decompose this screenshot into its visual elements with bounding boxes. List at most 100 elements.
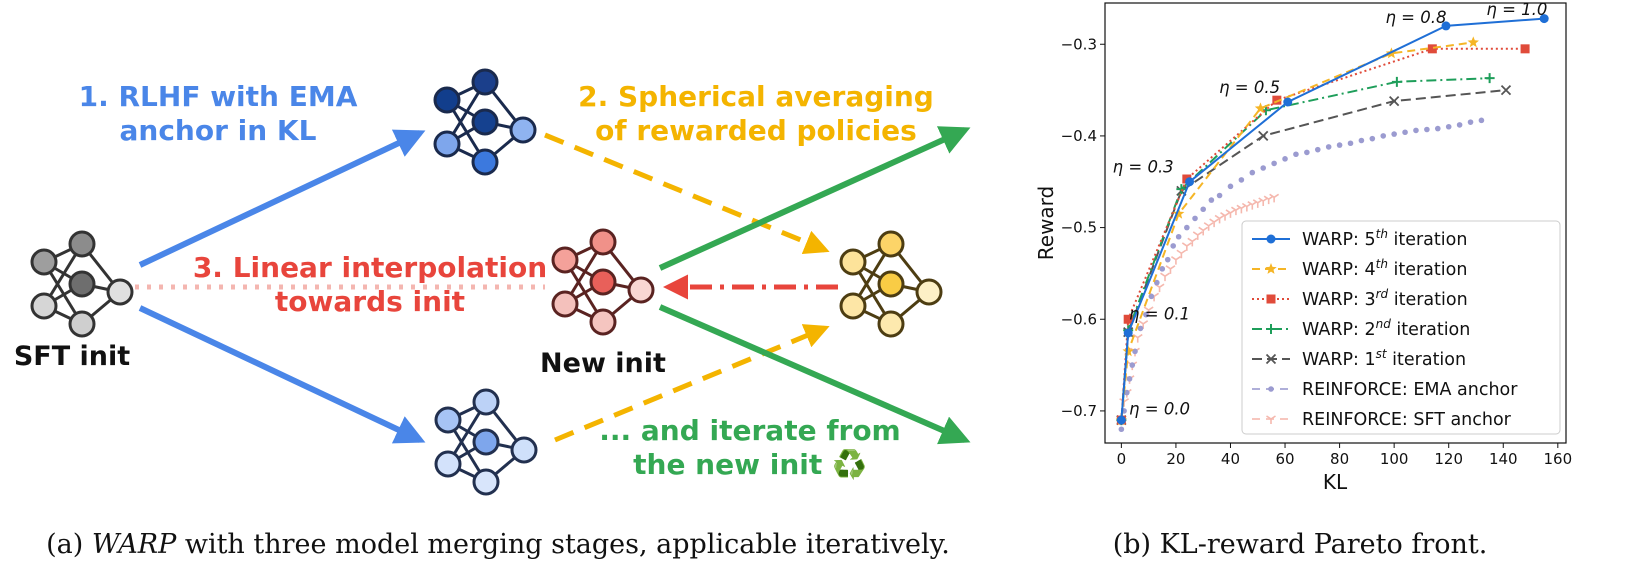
network-node	[68, 310, 96, 338]
network-node	[433, 86, 461, 114]
data-point	[1293, 151, 1299, 158]
data-point	[1520, 44, 1530, 54]
data-point	[1260, 165, 1267, 171]
data-point	[1539, 14, 1549, 24]
data-point	[1424, 126, 1430, 133]
data-point	[1413, 127, 1419, 134]
data-point	[1265, 353, 1277, 365]
data-point	[1123, 314, 1133, 324]
data-point	[1266, 324, 1276, 334]
new-init-label: New init	[540, 348, 666, 379]
rlhf-bottom-network-icon	[434, 388, 538, 496]
rlhf-arrow-bottom	[138, 305, 426, 444]
data-point	[1154, 283, 1165, 293]
rlhf-top-network-icon	[433, 68, 537, 176]
data-point	[1216, 192, 1223, 199]
network-node	[589, 308, 617, 336]
data-point	[1314, 146, 1321, 153]
step4-label-line2: the new init ♻️	[633, 448, 867, 481]
data-point	[1200, 206, 1207, 213]
data-point	[1358, 137, 1365, 144]
data-point	[1258, 130, 1269, 142]
data-point	[1176, 249, 1187, 259]
y-tick-label: −0.5	[1061, 219, 1097, 237]
data-point	[1391, 76, 1402, 87]
data-point	[1192, 215, 1198, 222]
data-point	[1271, 160, 1277, 167]
data-point	[1172, 207, 1185, 219]
caption-right: (b) KL-reward Pareto front.	[1113, 529, 1488, 560]
network-node	[471, 108, 499, 136]
data-point	[1124, 389, 1130, 396]
network-node	[510, 436, 538, 464]
data-point	[1129, 362, 1136, 368]
caption-left: (a) WARP with three model merging stages…	[46, 529, 950, 560]
network-node	[589, 228, 617, 256]
data-point	[1154, 279, 1160, 286]
data-point	[1500, 84, 1512, 96]
x-tick-label: 100	[1380, 450, 1409, 468]
legend-label: REINFORCE: EMA anchor	[1302, 380, 1518, 400]
y-tick-label: −0.6	[1061, 310, 1097, 328]
x-tick-label: 160	[1543, 450, 1572, 468]
data-point	[1266, 415, 1276, 424]
data-point	[1402, 129, 1408, 136]
eta-annotation: η = 0.8	[1385, 8, 1446, 27]
data-point	[1185, 177, 1195, 187]
legend-label: WARP: 4th iteration	[1302, 257, 1467, 280]
y-tick-label: −0.4	[1061, 127, 1097, 145]
network-node	[627, 276, 655, 304]
network-node	[472, 468, 500, 496]
legend-label: REINFORCE: SFT anchor	[1302, 410, 1512, 430]
caption-left-rest: with three model merging stages, applica…	[176, 529, 950, 560]
network-node	[433, 130, 461, 158]
eta-annotation: η = 0.0	[1129, 400, 1190, 419]
data-point	[1266, 234, 1276, 244]
data-point	[1325, 144, 1332, 150]
data-point	[1203, 222, 1214, 231]
data-point	[1160, 272, 1170, 282]
data-point	[1265, 263, 1277, 274]
x-tick-label: 20	[1166, 450, 1185, 468]
data-point	[1159, 266, 1166, 272]
network-node	[877, 230, 905, 258]
data-point	[1148, 293, 1155, 300]
data-point	[1445, 123, 1452, 130]
data-point	[1467, 119, 1474, 125]
network-node	[68, 270, 96, 298]
y-tick-label: −0.3	[1061, 35, 1097, 53]
series-line	[1120, 41, 1474, 421]
network-node	[915, 278, 943, 306]
network-node	[471, 68, 499, 96]
data-point	[1434, 125, 1441, 132]
x-axis-title: KL	[1323, 470, 1348, 494]
data-point	[1484, 73, 1495, 84]
network-node	[509, 116, 537, 144]
data-point	[1208, 197, 1215, 203]
data-point	[1391, 131, 1397, 137]
series-5	[1118, 117, 1485, 433]
data-point	[1266, 294, 1276, 304]
x-tick-label: 0	[1117, 450, 1127, 468]
network-node	[68, 230, 96, 258]
data-point	[1427, 44, 1437, 54]
series-line	[1120, 89, 1507, 421]
data-point	[1126, 376, 1133, 382]
network-node	[551, 246, 579, 274]
step1-label-line1: 1. RLHF with EMA	[79, 80, 358, 113]
x-tick-label: 80	[1330, 450, 1349, 468]
data-point	[1170, 243, 1176, 249]
sft-init-network-icon	[30, 230, 134, 338]
averaging-arrow-bottom	[554, 324, 830, 443]
data-point	[1123, 328, 1133, 338]
data-point	[1269, 193, 1280, 203]
data-point	[1467, 36, 1479, 48]
data-point	[1184, 224, 1190, 231]
data-point	[1176, 184, 1187, 195]
data-point	[1198, 226, 1209, 236]
data-point	[1192, 231, 1203, 240]
warp-diagram: 1. RLHF with EMA anchor in KL 2. Spheric…	[14, 68, 971, 496]
plot-area	[1104, 2, 1567, 444]
